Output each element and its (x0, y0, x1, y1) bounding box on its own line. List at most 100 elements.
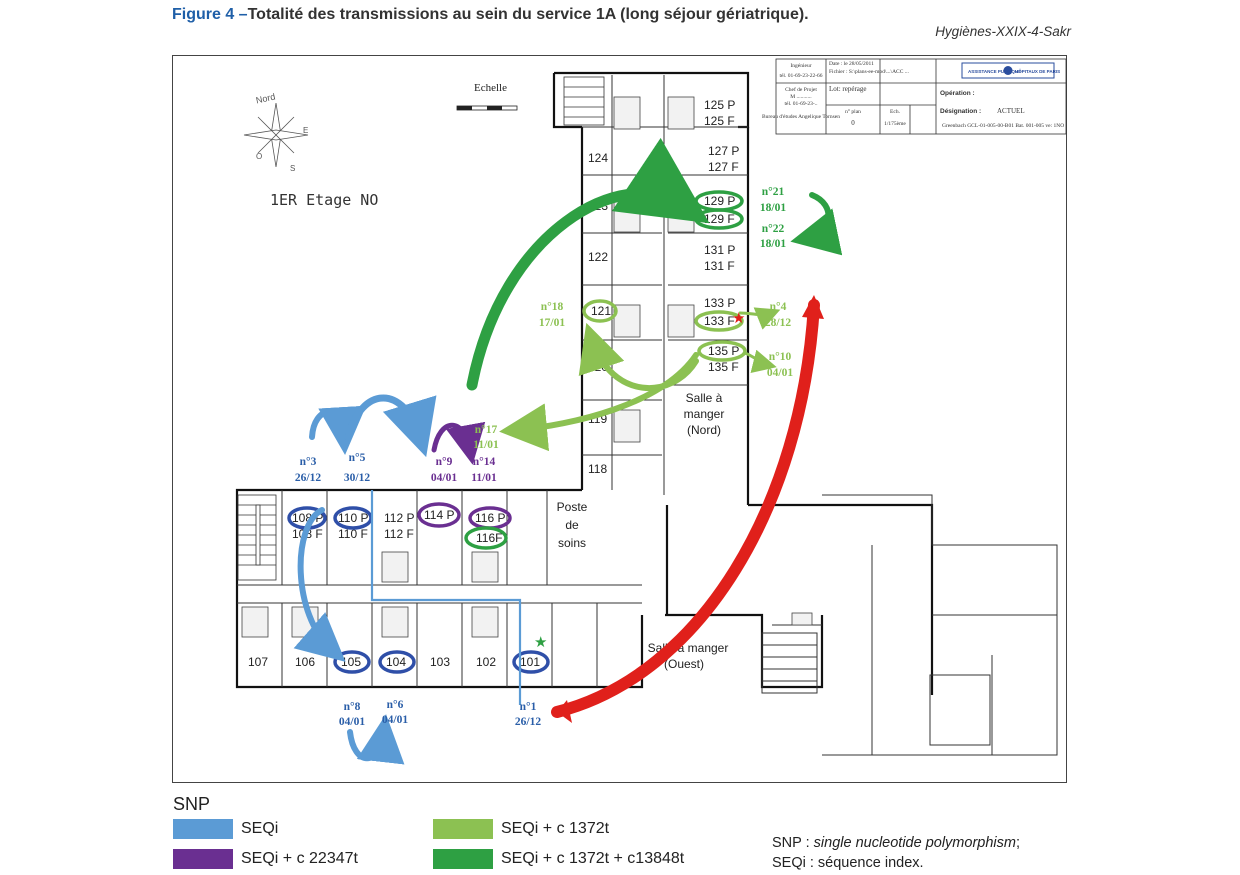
highlight-116f (464, 526, 508, 550)
tx-n10-date: 04/01 (767, 367, 793, 379)
tx-n1-label: n°1 (520, 701, 537, 713)
tx-n5-label: n°5 (349, 452, 366, 464)
star-red-icon: ★ (732, 309, 745, 327)
tx-n6-label: n°6 (387, 699, 404, 711)
tx-n21-label: n°21 (762, 186, 785, 198)
tx-n3-date: 26/12 (295, 472, 321, 484)
scale-label: Echelle (474, 82, 507, 94)
tx-n22-label: n°22 (762, 223, 785, 235)
tb-designation-label: Désignation : (940, 108, 981, 115)
room-133f: 133 F (704, 314, 735, 328)
legend-swatch-seqi (173, 819, 233, 839)
tx-n9-label: n°9 (436, 456, 453, 468)
highlight-121 (582, 299, 618, 323)
room-110p: 110 P (338, 511, 368, 525)
room-135f: 135 F (708, 360, 739, 374)
tb-ech-label: Ech. (890, 109, 901, 115)
room-122: 122 (588, 250, 608, 264)
room-107: 107 (248, 655, 268, 669)
tx-n10-label: n°10 (769, 351, 792, 363)
room-133p: 133 P (704, 296, 735, 310)
stairs-icon (237, 76, 605, 581)
tb-bureau: Bureau d'études Angelique Tornsen (762, 114, 840, 120)
tx-n17-date: 11/01 (473, 439, 499, 451)
floor-plan: Ingénieur tél. 01-69-23-22-66 Chef de Pr… (172, 55, 1067, 783)
room-116f: 116F (476, 531, 502, 545)
room-129p: 129 P (704, 194, 735, 208)
logo-right: HÔPITAUX DE PARIS (1015, 67, 1060, 74)
room-101: 101 (520, 655, 540, 669)
tx-n14-date: 11/01 (471, 472, 497, 484)
tb-chef: Chef de Projet (785, 86, 817, 93)
tb-designation-value: ACTUEL (997, 107, 1025, 115)
room-127p: 127 P (708, 144, 739, 158)
tx-n1-date: 26/12 (515, 716, 541, 728)
note-seqi: SEQi : séquence index. (772, 855, 924, 871)
tx-n8-label: n°8 (344, 701, 361, 713)
compass-e: E (303, 126, 308, 135)
tx-n4-date: 28/12 (765, 317, 791, 329)
room-103: 103 (430, 655, 450, 669)
highlight-104 (378, 650, 416, 674)
tx-n18-date: 17/01 (539, 317, 565, 329)
tx-n8-date: 04/01 (339, 716, 365, 728)
dining-nord-1: Salle à (686, 391, 723, 405)
tx-n3-label: n°3 (300, 456, 317, 468)
figure-source: Hygiènes-XXIX-4-Sakr (935, 24, 1071, 39)
room-125p: 125 P (704, 98, 735, 112)
star-green-icon: ★ (534, 633, 547, 651)
tb-ingenieur: Ingénieur (790, 63, 811, 69)
note-term-snp: SNP (772, 835, 802, 851)
tb-tel2: tél. 01-69-23-.. (785, 101, 819, 107)
compass-s: S (290, 164, 295, 173)
tb-plan-no-label: n° plan (845, 108, 861, 115)
dining-ouest-2: (Ouest) (664, 657, 704, 671)
tx-n4-label: n°4 (770, 301, 787, 313)
legend-swatch-13848t (433, 849, 493, 869)
legend-note: SNP : single nucleotide polymorphism; SE… (772, 835, 1020, 871)
compass-north: Nord (255, 92, 276, 106)
poste-1: Poste (557, 500, 588, 514)
room-125f: 125 F (704, 114, 735, 128)
seqi-path (370, 490, 522, 695)
title-block (775, 58, 1067, 135)
scale-bar (456, 105, 518, 111)
arrow-133f-n4 (738, 307, 781, 330)
highlight-133f (694, 310, 744, 332)
floor-label: 1ER Etage NO (270, 191, 378, 209)
arrow-n21-n22 (790, 192, 843, 256)
floor-plan-drawing: Ingénieur tél. 01-69-23-22-66 Chef de Pr… (172, 55, 1067, 783)
tx-n5-date: 30/12 (344, 472, 370, 484)
legend-label-22347t: SEQi + c 22347t (241, 850, 358, 867)
dining-nord-3: (Nord) (687, 423, 721, 437)
room-106: 106 (295, 655, 315, 669)
room-131p: 131 P (704, 243, 735, 257)
room-129f: 129 F (704, 212, 735, 226)
figure-label: Figure 4 – (172, 6, 248, 23)
dining-nord-2: manger (684, 407, 725, 421)
tx-n6-date: 04/01 (382, 714, 408, 726)
compass-o: O (256, 152, 262, 161)
tx-n17-label: n°17 (475, 424, 498, 436)
arrow-n5-n9 (344, 394, 437, 458)
legend-item-1372t: SEQi + c 1372t (433, 819, 609, 839)
tx-n22-date: 18/01 (760, 238, 786, 250)
legend-item-22347t: SEQi + c 22347t (173, 849, 358, 869)
arrow-135-121 (578, 322, 699, 391)
logo-left: ASSISTANCE PUBLIQUE (968, 69, 1021, 74)
arrow-108-105 (293, 507, 346, 662)
room-127f: 127 F (708, 160, 739, 174)
room-121: 121 (591, 304, 611, 318)
room-104: 104 (386, 655, 406, 669)
tb-tel1: tél. 01-69-23-22-66 (779, 73, 822, 79)
poste-3: soins (558, 536, 586, 550)
compass-icon (243, 102, 309, 168)
tb-plan-no: 0 (851, 119, 855, 127)
tb-ech: 1/175ème (884, 121, 906, 127)
tx-n21-date: 18/01 (760, 202, 786, 214)
arrow-n9-n14 (431, 421, 486, 465)
room-112p: 112 P (384, 511, 414, 525)
tb-lot: Lot: repérage (829, 85, 867, 93)
tb-date: Date : le 28/05/2011 (829, 61, 874, 67)
legend-swatch-22347t (173, 849, 233, 869)
